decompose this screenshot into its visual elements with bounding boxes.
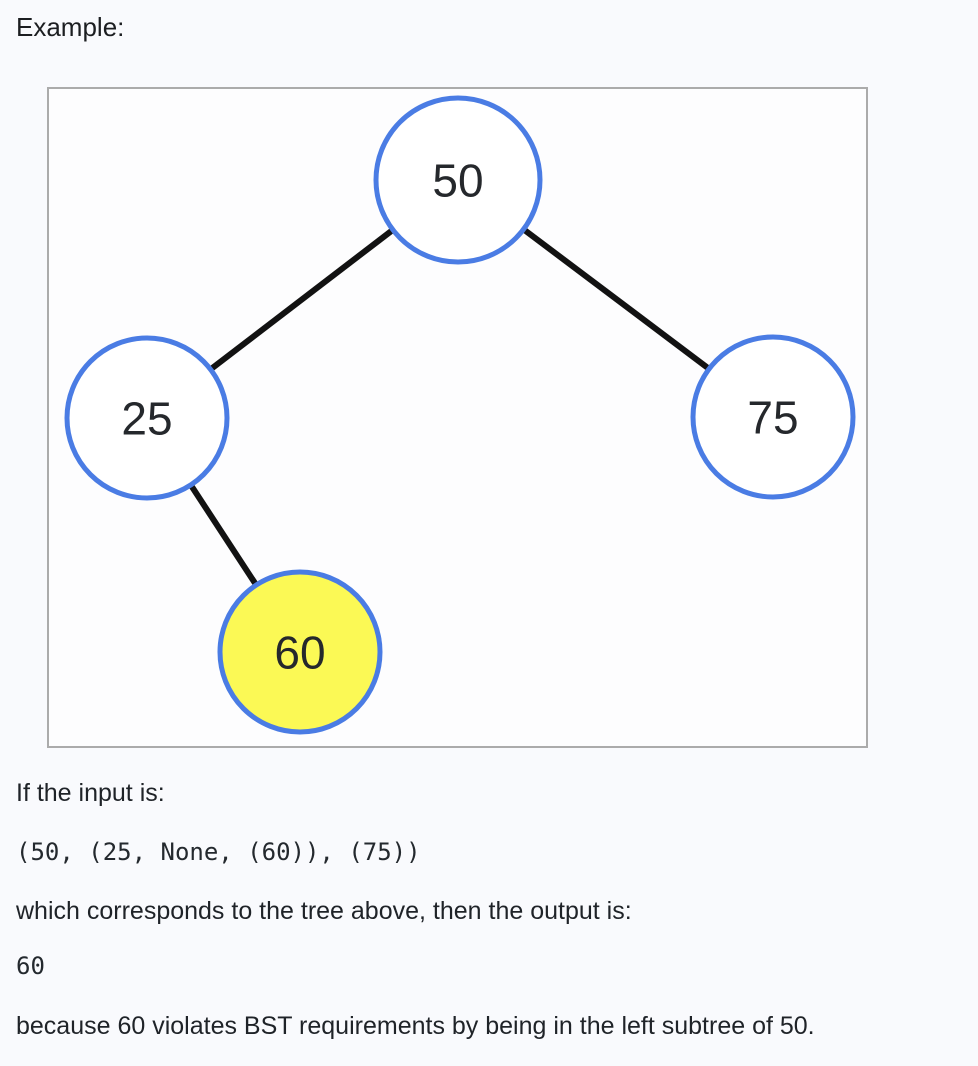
tree-node-50	[373, 95, 543, 265]
tree-node-75	[690, 334, 856, 500]
tree-node-label-25: 25	[121, 393, 172, 445]
output-code-text: 60	[16, 952, 45, 980]
input-code-text: (50, (25, None, (60)), (75))	[16, 838, 421, 866]
page: Example: 50 25 75 60 If the input is: (50, …	[16, 12, 868, 1040]
tree-node-label-50: 50	[432, 155, 483, 207]
tree-svg: 50 25 75 60	[64, 95, 856, 735]
example-heading: Example:	[16, 12, 125, 42]
tree-diagram-box: 50 25 75 60	[47, 87, 868, 748]
tree-node-25	[64, 335, 230, 501]
tree-node-label-60: 60	[274, 627, 325, 679]
input-intro-text: If the input is:	[16, 779, 165, 807]
output-intro-text: which corresponds to the tree above, the…	[16, 897, 632, 925]
explanation-text: because 60 violates BST requirements by …	[16, 1012, 815, 1040]
tree-node-label-75: 75	[747, 392, 798, 444]
tree-node-60-highlighted	[217, 569, 383, 735]
